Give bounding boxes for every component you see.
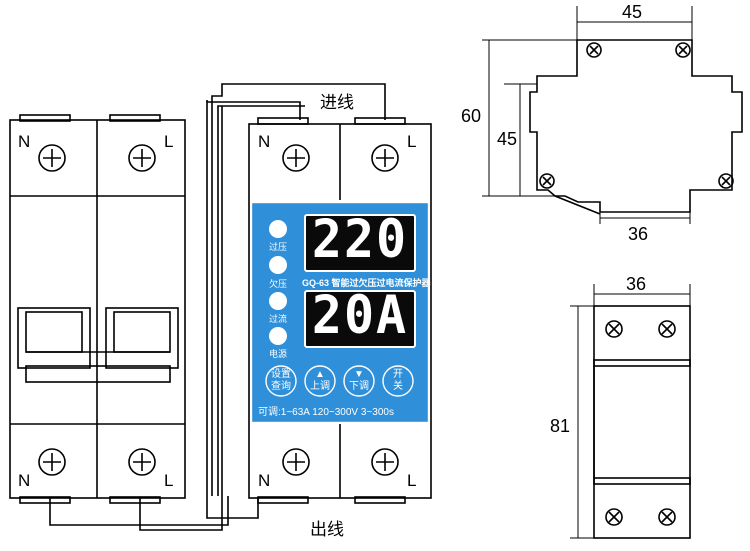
model-line: GQ-63 智能过欠压过电流保护器 xyxy=(302,278,431,288)
dim-front-width: 36 xyxy=(626,274,647,294)
voltage-display: 220 xyxy=(304,209,416,272)
screw-icon xyxy=(658,508,676,526)
indicator-dot xyxy=(269,327,287,345)
indicator-label: 过压 xyxy=(268,242,287,252)
down-button[interactable]: ▼ 下调 xyxy=(342,369,376,393)
current-display: 20A xyxy=(304,285,416,348)
screw-icon xyxy=(282,144,310,172)
dim-side-height-inner: 45 xyxy=(497,129,518,149)
screw-icon xyxy=(586,42,602,58)
screw-icon xyxy=(718,173,734,189)
screw-icon xyxy=(539,173,555,189)
screw-icon xyxy=(38,144,66,172)
wires xyxy=(49,83,386,531)
front-view xyxy=(570,284,691,539)
indicator-dot xyxy=(269,220,287,238)
dim-side-rail: 36 xyxy=(628,224,649,244)
screw-icon xyxy=(605,320,623,338)
protector-terminal-n-bottom: N xyxy=(258,471,271,490)
screw-icon xyxy=(371,448,399,476)
indicator-dot xyxy=(269,256,287,274)
breaker-terminal-n-top: N xyxy=(18,132,31,151)
protector-terminal-n-top: N xyxy=(258,132,271,151)
breaker-terminal-l-bottom: L xyxy=(164,471,174,490)
triangle-down-icon: ▼ xyxy=(354,369,364,380)
current-value: 20A xyxy=(311,284,409,346)
outgoing-line-label: 出线 xyxy=(310,520,344,539)
dim-side-height-outer: 60 xyxy=(461,106,482,126)
power-button[interactable]: 开 关 xyxy=(393,369,403,392)
screw-icon xyxy=(128,144,156,172)
up-button[interactable]: ▲ 上调 xyxy=(303,369,337,393)
protector-terminal-l-top: L xyxy=(407,132,417,151)
protector-terminal-l-bottom: L xyxy=(407,471,417,490)
screw-icon xyxy=(38,448,66,476)
breaker xyxy=(9,114,186,504)
screw-icon xyxy=(605,508,623,526)
screw-icon xyxy=(675,42,691,58)
side-view xyxy=(482,6,743,224)
voltage-value: 220 xyxy=(311,208,409,270)
indicator-label: 过流 xyxy=(268,314,287,324)
dim-side-width: 45 xyxy=(622,2,643,22)
screw-icon xyxy=(371,144,399,172)
indicator-label: 电源 xyxy=(268,349,287,359)
indicator-dot xyxy=(269,292,287,310)
set-query-button[interactable]: 设置 查询 xyxy=(271,369,291,392)
screw-icon xyxy=(658,320,676,338)
indicator-label: 欠压 xyxy=(268,279,287,289)
screw-icon xyxy=(282,448,310,476)
incoming-line-label: 进线 xyxy=(320,93,354,112)
screw-icon xyxy=(128,448,156,476)
triangle-up-icon: ▲ xyxy=(315,369,325,380)
dim-front-height: 81 xyxy=(550,416,571,436)
breaker-terminal-n-bottom: N xyxy=(18,471,31,490)
breaker-terminal-l-top: L xyxy=(164,132,174,151)
adjustable-range: 可调:1~63A 120~300V 3~300s xyxy=(258,407,394,418)
